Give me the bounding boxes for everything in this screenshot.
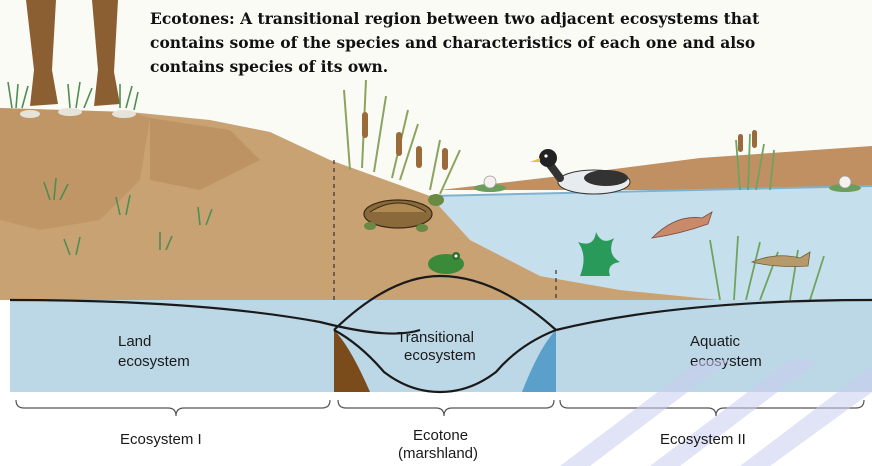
title-line-2: contains some of the species and charact… — [150, 33, 755, 52]
title-line-3: contains species of its own. — [150, 57, 388, 76]
transitional-ecosystem-label-line1: Transitional — [397, 329, 474, 346]
ecotone-label: Ecotone — [413, 427, 468, 444]
ecosystem-two-label: Ecosystem II — [660, 431, 746, 448]
transitional-ecosystem-label-line2: ecosystem — [404, 347, 476, 364]
aquatic-ecosystem-label-line1: Aquatic — [690, 333, 741, 350]
land-ecosystem-label-line1: Land — [118, 333, 151, 350]
marshland-label: (marshland) — [398, 445, 478, 462]
ecosystem-one-label: Ecosystem I — [120, 431, 202, 448]
title-line-1: Ecotones: A transitional region between … — [150, 9, 760, 28]
land-ecosystem-label-line2: ecosystem — [118, 353, 190, 370]
